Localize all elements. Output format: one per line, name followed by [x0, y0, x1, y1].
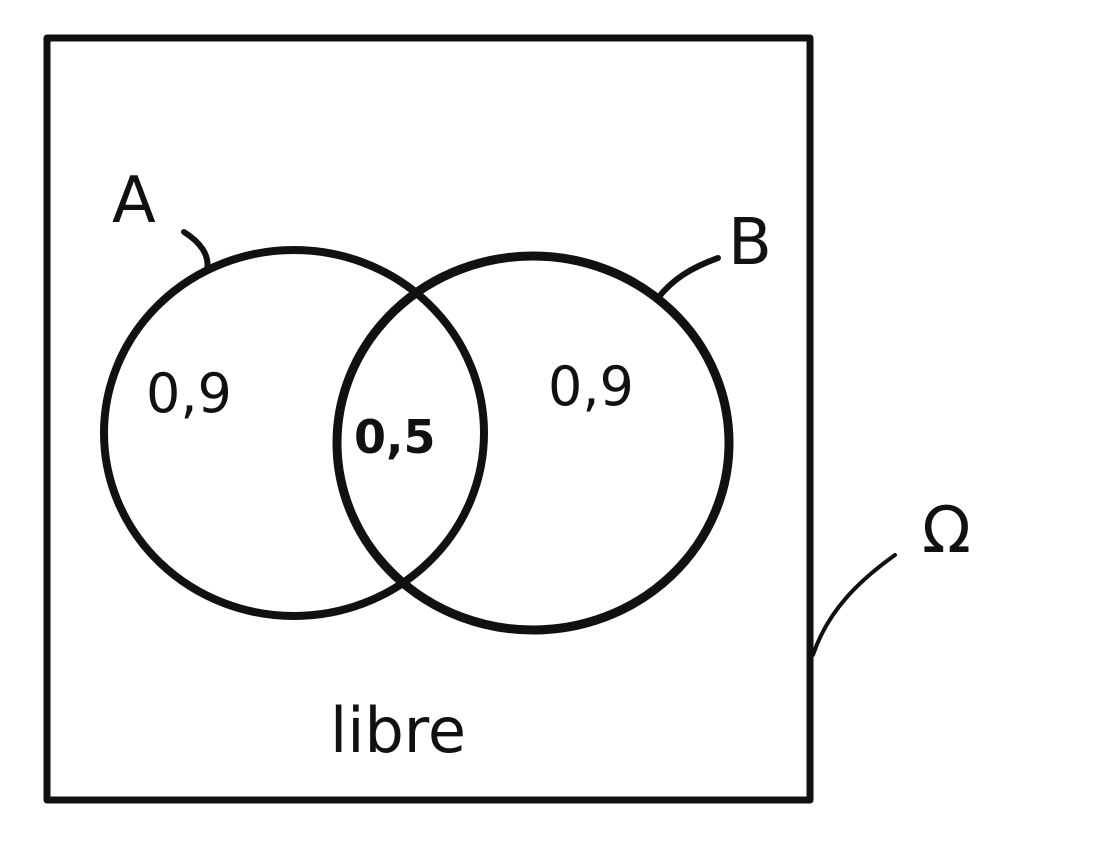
set-label-b: B — [728, 206, 772, 280]
circle-b — [332, 251, 734, 635]
region-intersection-value: 0,5 — [354, 410, 436, 464]
leader-line-omega — [811, 553, 897, 657]
region-a-only-value: 0,9 — [146, 362, 232, 425]
circle-a — [100, 246, 488, 620]
universe-box — [43, 34, 814, 804]
leader-line-a — [181, 229, 211, 273]
set-label-a: A — [112, 164, 156, 238]
universe-label: Ω — [922, 494, 971, 568]
leader-line-b — [655, 255, 721, 301]
outside-label: libre — [330, 694, 466, 767]
region-b-only-value: 0,9 — [548, 355, 634, 418]
